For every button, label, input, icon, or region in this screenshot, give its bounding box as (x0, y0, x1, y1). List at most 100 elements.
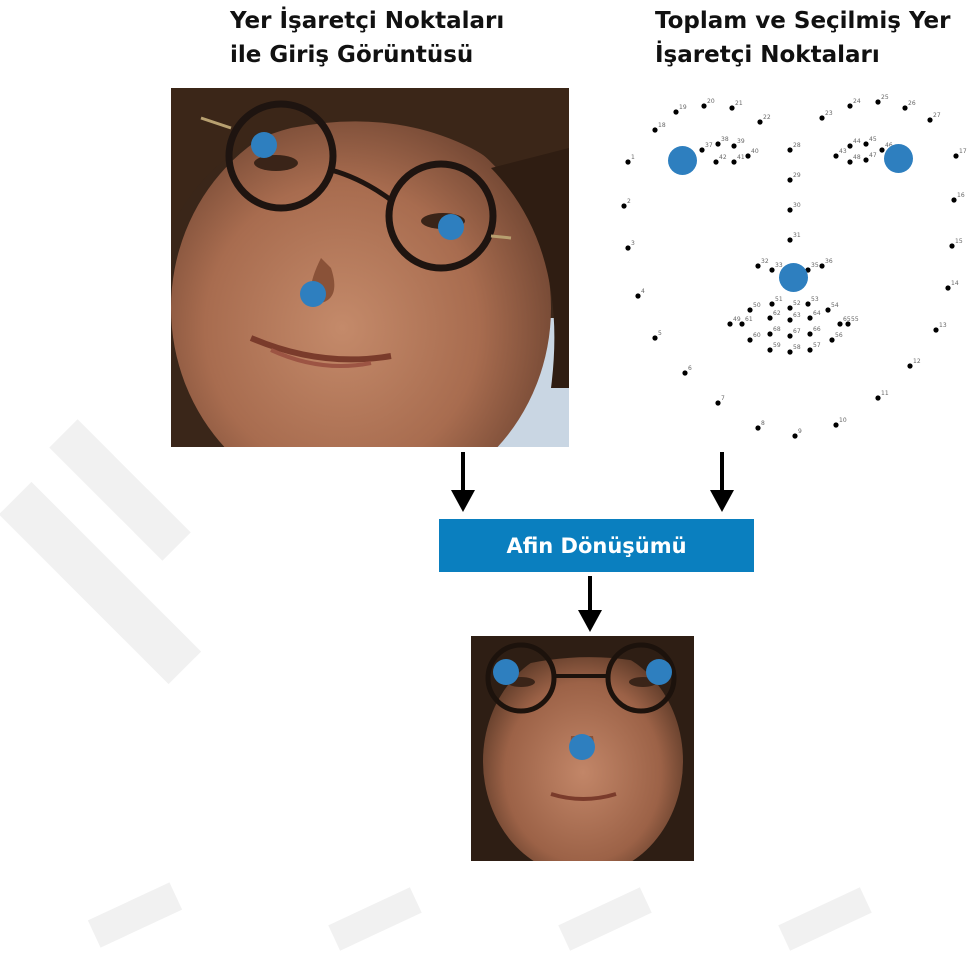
landmark-point-63 (787, 317, 793, 323)
landmark-label-64: 64 (813, 310, 821, 317)
landmark-point-14 (945, 285, 951, 291)
landmark-point-60 (747, 337, 753, 343)
landmark-label-25: 25 (881, 94, 889, 101)
landmark-point-17 (953, 153, 959, 159)
landmark-point-62 (767, 315, 773, 321)
landmark-point-12 (907, 363, 913, 369)
watermark-stripe-4 (328, 887, 422, 951)
landmark-label-55: 55 (851, 316, 859, 323)
landmark-point-16 (951, 197, 957, 203)
landmark-label-37: 37 (705, 142, 713, 149)
landmark-point-44 (847, 143, 853, 149)
landmark-point-42 (713, 159, 719, 165)
landmark-label-33: 33 (775, 262, 783, 269)
landmark-point-61 (739, 321, 745, 327)
input-image-title: Yer İşaretçi Noktaları ile Giriş Görüntü… (230, 4, 504, 72)
input-image-title-line2: ile Giriş Görüntüsü (230, 42, 474, 68)
landmark-label-9: 9 (798, 428, 802, 435)
landmark-point-55 (845, 321, 851, 327)
landmark-point-21 (729, 105, 735, 111)
input-eye-left-landmark (251, 132, 277, 158)
landmark-point-53 (805, 301, 811, 307)
aligned-face-image (471, 636, 694, 861)
landmark-label-45: 45 (869, 136, 877, 143)
landmark-point-19 (673, 109, 679, 115)
landmark-label-40: 40 (751, 148, 759, 155)
landmark-label-59: 59 (773, 342, 781, 349)
landmark-label-68: 68 (773, 326, 781, 333)
landmark-label-44: 44 (853, 138, 861, 145)
landmark-point-8 (755, 425, 761, 431)
landmark-point-56 (829, 337, 835, 343)
landmark-label-8: 8 (761, 420, 765, 427)
landmark-point-3 (625, 245, 631, 251)
landmark-label-19: 19 (679, 104, 687, 111)
landmark-label-35: 35 (811, 262, 819, 269)
landmark-label-60: 60 (753, 332, 761, 339)
landmark-point-23 (819, 115, 825, 121)
landmark-label-7: 7 (721, 395, 725, 402)
landmark-point-24 (847, 103, 853, 109)
landmark-label-39: 39 (737, 138, 745, 145)
landmark-point-43 (833, 153, 839, 159)
input-image-title-line1: Yer İşaretçi Noktaları (230, 8, 505, 34)
landmark-label-13: 13 (939, 322, 947, 329)
selected-eye-left-point (668, 146, 697, 175)
affine-transform-label: Afin Dönüşümü (506, 533, 687, 558)
landmark-point-11 (875, 395, 881, 401)
landmark-point-64 (807, 315, 813, 321)
landmark-label-62: 62 (773, 310, 781, 317)
landmark-label-38: 38 (721, 136, 729, 143)
landmark-label-32: 32 (761, 258, 769, 265)
landmark-label-5: 5 (658, 330, 662, 337)
landmark-label-54: 54 (831, 302, 839, 309)
landmark-point-36 (819, 263, 825, 269)
landmark-label-66: 66 (813, 326, 821, 333)
arrow-down-left (451, 452, 475, 512)
selected-nose-point (779, 263, 808, 292)
landmark-point-10 (833, 422, 839, 428)
landmark-label-28: 28 (793, 142, 801, 149)
landmark-point-45 (863, 141, 869, 147)
landmark-point-46 (879, 147, 885, 153)
landmark-label-47: 47 (869, 152, 877, 159)
watermark-stripe-6 (778, 887, 872, 951)
selected-eye-right-point (884, 144, 913, 173)
landmark-label-51: 51 (775, 296, 783, 303)
landmark-label-18: 18 (658, 122, 666, 129)
landmark-point-7 (715, 400, 721, 406)
landmark-label-42: 42 (719, 154, 727, 161)
landmark-label-6: 6 (688, 365, 692, 372)
landmark-point-47 (863, 157, 869, 163)
aligned-eye-right-landmark (646, 659, 672, 685)
landmark-label-57: 57 (813, 342, 821, 349)
landmark-label-56: 56 (835, 332, 843, 339)
landmark-label-21: 21 (735, 100, 743, 107)
input-face-image (171, 88, 569, 447)
landmark-point-6 (682, 370, 688, 376)
landmark-label-50: 50 (753, 302, 761, 309)
landmark-point-9 (792, 433, 798, 439)
landmark-point-37 (699, 147, 705, 153)
landmark-label-26: 26 (908, 100, 916, 107)
landmark-label-53: 53 (811, 296, 819, 303)
watermark-stripe-5 (558, 887, 652, 951)
input-nose-landmark (300, 281, 326, 307)
landmark-point-20 (701, 103, 707, 109)
landmark-point-58 (787, 349, 793, 355)
landmark-label-1: 1 (631, 154, 635, 161)
landmark-point-51 (769, 301, 775, 307)
landmark-point-67 (787, 333, 793, 339)
landmark-label-29: 29 (793, 172, 801, 179)
landmark-label-4: 4 (641, 288, 645, 295)
landmark-point-41 (731, 159, 737, 165)
landmark-label-43: 43 (839, 148, 847, 155)
landmark-point-27 (927, 117, 933, 123)
landmark-point-15 (949, 243, 955, 249)
landmarks-title: Toplam ve Seçilmiş Yer İşaretçi Noktalar… (655, 4, 950, 72)
landmark-label-27: 27 (933, 112, 941, 119)
landmark-label-17: 17 (959, 148, 967, 155)
landmark-point-31 (787, 237, 793, 243)
landmark-label-30: 30 (793, 202, 801, 209)
landmark-label-3: 3 (631, 240, 635, 247)
